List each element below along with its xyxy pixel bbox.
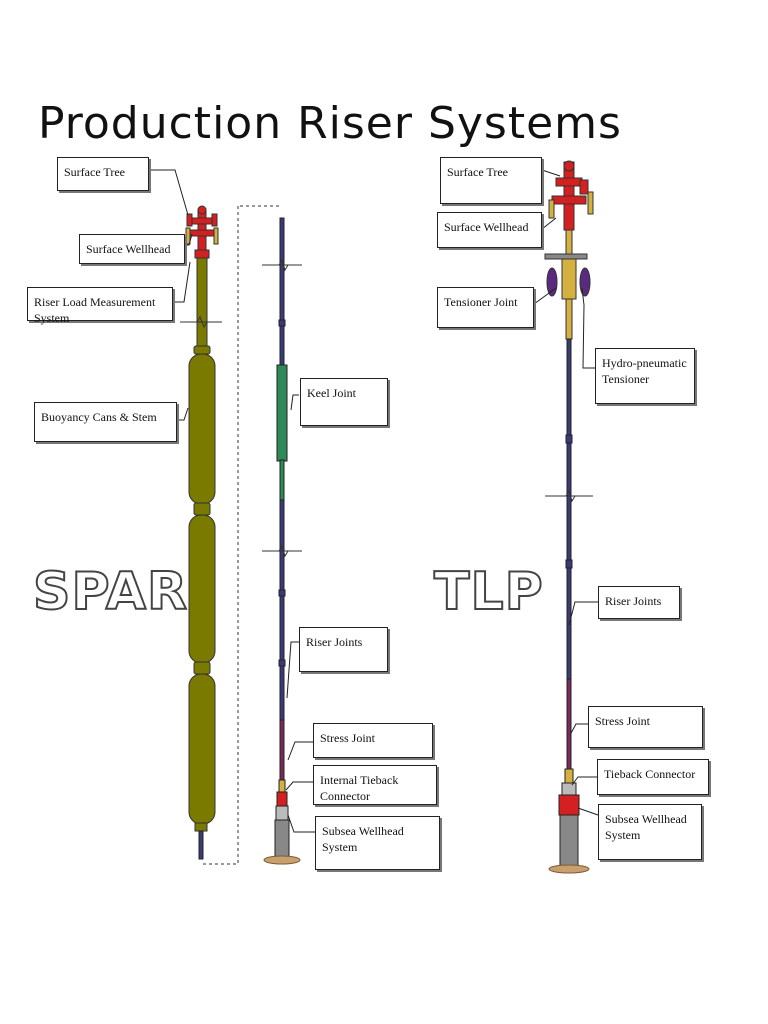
label-tlp-riser-joints: Riser Joints xyxy=(598,586,680,619)
tlp-riser-string xyxy=(544,160,594,874)
label-tlp-tensioner-joint: Tensioner Joint xyxy=(437,287,534,328)
label-spar-stress-joint: Stress Joint xyxy=(313,723,433,758)
page-title: Production Riser Systems xyxy=(38,98,622,149)
label-spar-riser-load: Riser Load Measurement System xyxy=(27,287,173,325)
label-tlp-subsea: Subsea Wellhead System xyxy=(598,804,702,860)
label-spar-tieback: Internal Tieback Connector xyxy=(313,765,437,805)
label-spar-riser-joints: Riser Joints xyxy=(299,627,388,672)
label-spar-keel-joint: Keel Joint xyxy=(300,378,388,426)
label-tlp-surface-wellhead: Surface Wellhead xyxy=(437,212,542,248)
label-spar-buoyancy: Buoyancy Cans & Stem xyxy=(34,402,177,442)
label-tlp-hydro-tensioner: Hydro-pneumatic Tensioner xyxy=(595,348,695,404)
spar-riser-string xyxy=(262,217,302,865)
label-spar-subsea: Subsea Wellhead System xyxy=(315,816,440,870)
buoyancy-can-2 xyxy=(188,514,216,664)
spar-label: SPAR xyxy=(32,561,189,623)
buoyancy-can-3 xyxy=(188,673,216,825)
spar-buoyancy-column xyxy=(180,249,222,860)
hydro-tensioner-right xyxy=(579,267,591,297)
hydro-tensioner-left xyxy=(546,267,558,297)
label-spar-surface-wellhead: Surface Wellhead xyxy=(79,234,185,264)
label-tlp-hydro-line-2: Tensioner xyxy=(602,372,650,386)
label-tlp-tieback: Tieback Connector xyxy=(597,759,709,795)
label-tlp-stress-joint: Stress Joint xyxy=(588,706,703,748)
spar-dashed-bracket xyxy=(200,205,281,865)
spar-surface-tree xyxy=(185,205,219,251)
leader-lines xyxy=(148,169,599,833)
buoyancy-can-1 xyxy=(188,353,216,505)
label-tlp-subsea-line-1: Subsea Wellhead xyxy=(605,812,687,826)
label-tlp-hydro-line-1: Hydro-pneumatic xyxy=(602,356,687,370)
label-spar-surface-tree: Surface Tree xyxy=(57,157,149,191)
label-tlp-subsea-line-2: System xyxy=(605,828,641,842)
label-tlp-surface-tree: Surface Tree xyxy=(440,157,542,204)
keel-joint-shape xyxy=(276,364,288,462)
tlp-label: TLP xyxy=(433,561,544,623)
